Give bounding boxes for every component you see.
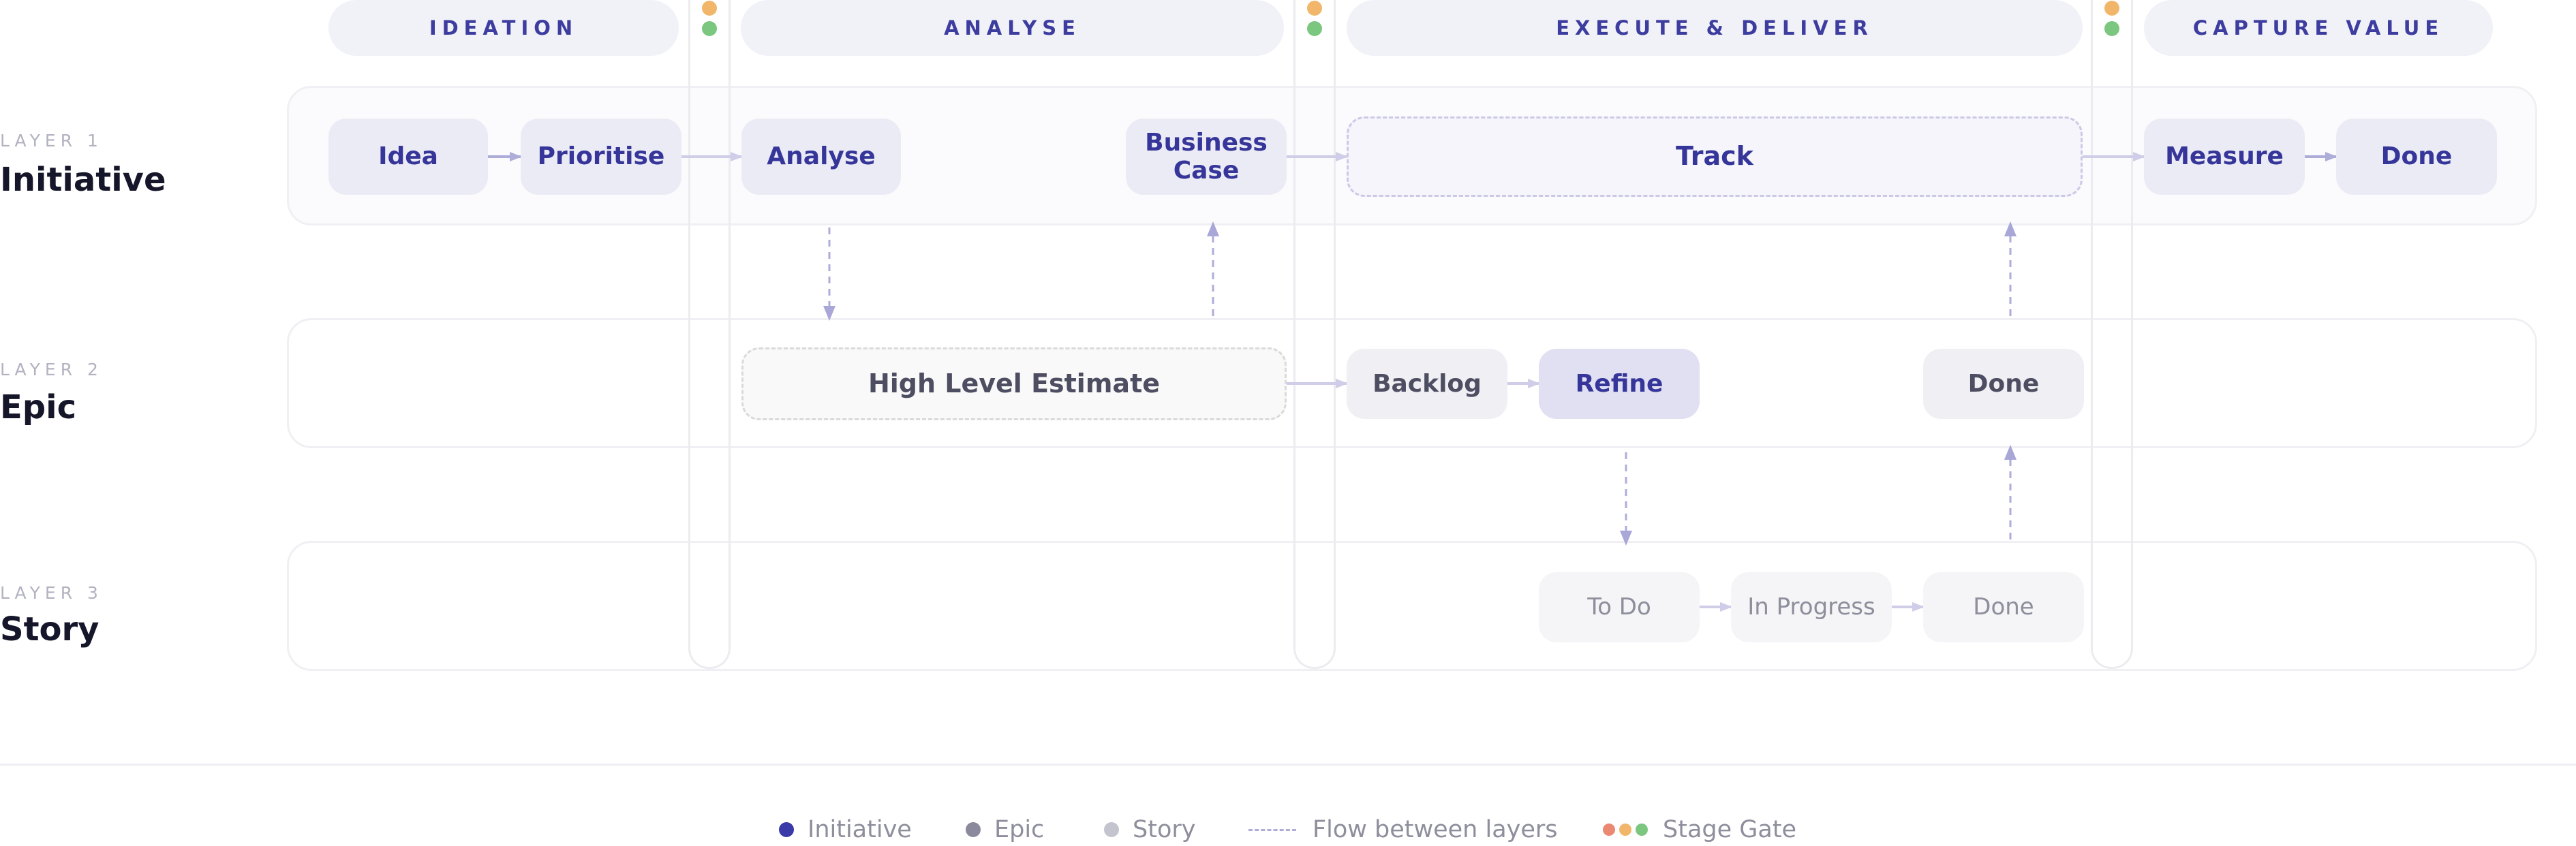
legend-epic-label: Epic — [994, 816, 1045, 843]
phase-ideation: IDEATION — [328, 0, 679, 56]
node-idea[interactable]: Idea — [328, 119, 488, 195]
stage-gate-2 — [1293, 0, 1336, 669]
node-done-initiative[interactable]: Done — [2336, 119, 2497, 195]
layer-2-tag: LAYER 2 — [0, 360, 103, 379]
node-refine[interactable]: Refine — [1539, 349, 1700, 419]
legend-initiative-label: Initiative — [808, 816, 912, 843]
layer-2-name: Epic — [0, 388, 77, 426]
gate-dot-orange — [1307, 1, 1322, 16]
legend-flow: Flow between layers — [1248, 813, 1558, 846]
node-todo[interactable]: To Do — [1539, 572, 1700, 642]
legend-stage-gate: Stage Gate — [1603, 813, 1796, 846]
phase-capture-value: CAPTURE VALUE — [2144, 0, 2493, 56]
node-backlog[interactable]: Backlog — [1347, 349, 1507, 419]
legend-story-label: Story — [1133, 816, 1196, 843]
phase-analyse: ANALYSE — [741, 0, 1284, 56]
gate-dot-green — [702, 21, 717, 36]
node-high-level-estimate[interactable]: High Level Estimate — [741, 347, 1287, 420]
gate-dot-orange — [2104, 1, 2119, 16]
node-analyse[interactable]: Analyse — [741, 119, 901, 195]
phase-execute-deliver: EXECUTE & DELIVER — [1347, 0, 2083, 56]
gate-dot-orange — [702, 1, 717, 16]
node-prioritise[interactable]: Prioritise — [521, 119, 681, 195]
lane-story — [287, 541, 2537, 671]
node-done-epic[interactable]: Done — [1923, 349, 2084, 419]
dashed-line-icon — [1248, 828, 1296, 831]
layer-3-name: Story — [0, 610, 99, 648]
node-business-case[interactable]: Business Case — [1126, 119, 1287, 195]
initiative-dot-icon — [779, 822, 794, 837]
legend-epic: Epic — [966, 813, 1044, 846]
legend-stage-gate-label: Stage Gate — [1663, 816, 1797, 843]
layer-3-tag: LAYER 3 — [0, 583, 103, 603]
node-track[interactable]: Track — [1347, 116, 2083, 197]
layer-1-tag: LAYER 1 — [0, 131, 103, 151]
layer-1-name: Initiative — [0, 161, 166, 199]
epic-dot-icon — [966, 822, 981, 837]
legend-initiative: Initiative — [779, 813, 912, 846]
stage-gate-dots-icon — [1603, 824, 1648, 836]
legend-flow-label: Flow between layers — [1313, 816, 1558, 843]
node-done-story[interactable]: Done — [1923, 572, 2084, 642]
legend-story: Story — [1104, 813, 1195, 846]
gate-dot-green — [2104, 21, 2119, 36]
node-measure[interactable]: Measure — [2144, 119, 2305, 195]
node-in-progress[interactable]: In Progress — [1731, 572, 1892, 642]
story-dot-icon — [1104, 822, 1119, 837]
gate-dot-green — [1307, 21, 1322, 36]
stage-gate-1 — [688, 0, 731, 669]
stage-gate-3 — [2091, 0, 2133, 669]
legend-divider — [0, 764, 2576, 766]
